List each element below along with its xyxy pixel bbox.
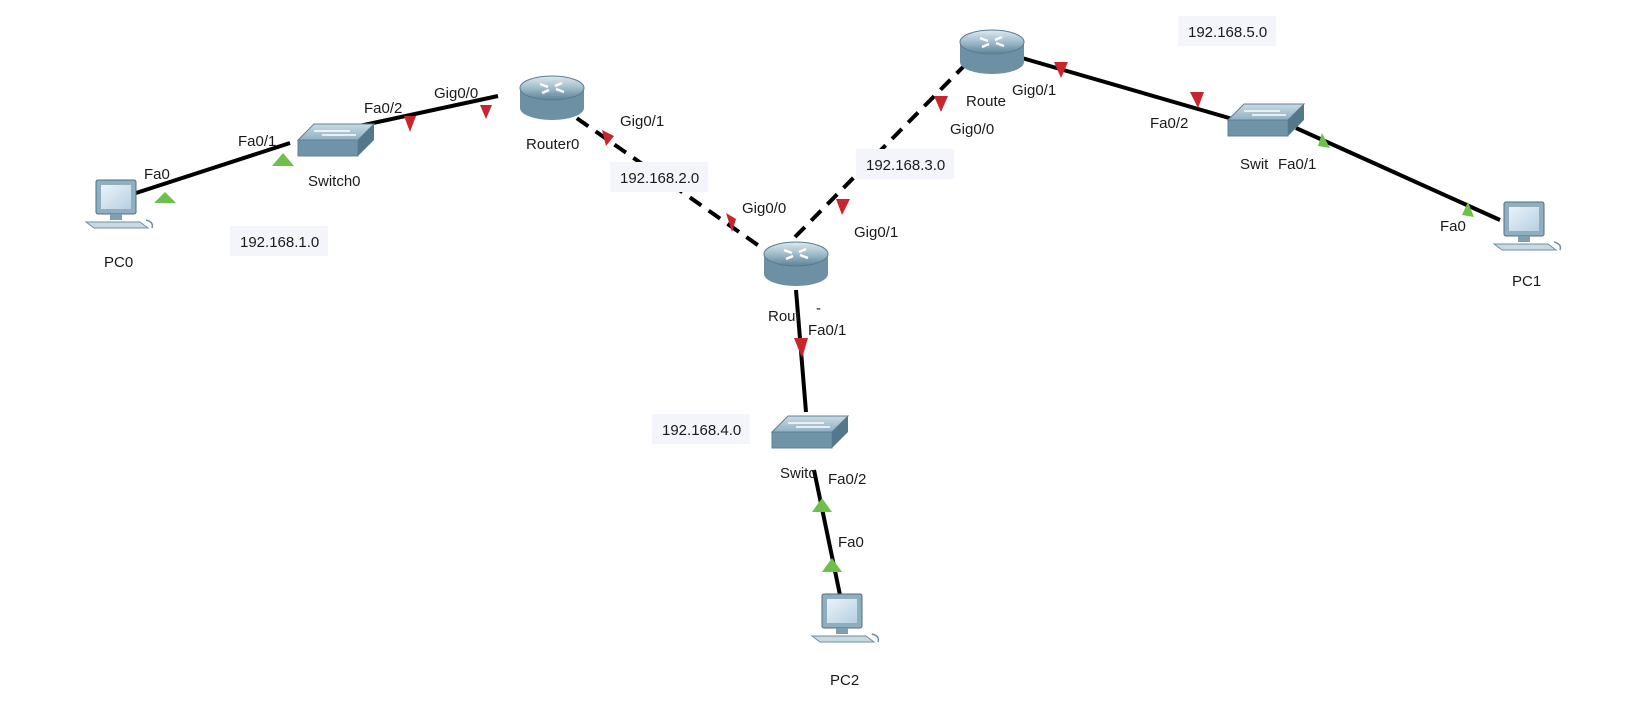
link-down-indicator (480, 105, 492, 119)
link-up-indicator (154, 192, 176, 203)
link-down-indicator (836, 199, 850, 215)
port-label: - (816, 300, 821, 317)
network-label-192-168-2-0: 192.168.2.0 (610, 162, 708, 192)
link-pc0-switch0[interactable] (135, 141, 291, 195)
device-label-pc2: PC2 (830, 672, 859, 689)
link-down-indicator (1054, 62, 1068, 78)
port-label: Gig0/0 (434, 85, 478, 102)
link-down-indicator (602, 130, 614, 146)
link-switch1-pc1[interactable] (1295, 126, 1501, 222)
device-label-pc1: PC1 (1512, 273, 1541, 290)
port-label: Fa0/2 (1150, 115, 1188, 132)
port-label: Gig0/1 (854, 224, 898, 241)
port-label: Gig0/0 (950, 121, 994, 138)
router-icon[interactable] (762, 240, 830, 288)
port-label: Fa0/2 (364, 100, 402, 117)
port-label: Gig0/1 (620, 113, 664, 130)
router-icon[interactable] (518, 74, 586, 122)
device-label-router1: Rout (768, 308, 801, 325)
network-label-192-168-5-0: 192.168.5.0 (1178, 16, 1276, 46)
network-label-192-168-1-0: 192.168.1.0 (230, 226, 328, 256)
pc-icon[interactable] (811, 593, 880, 643)
link-down-indicator (794, 338, 808, 358)
switch-icon[interactable] (771, 415, 849, 449)
port-label: Fa0 (144, 166, 170, 183)
svg-text:192.168.5.0: 192.168.5.0 (1188, 24, 1267, 41)
device-label-router0: Router0 (526, 136, 579, 153)
device-label-router2: Route (966, 93, 1006, 110)
port-label: Fa0/2 (828, 471, 866, 488)
svg-text:192.168.4.0: 192.168.4.0 (662, 422, 741, 439)
port-label: Fa0/1 (808, 322, 846, 339)
link-status-layer (154, 62, 1474, 572)
device-label-pc0: PC0 (104, 254, 133, 271)
network-label-192-168-4-0: 192.168.4.0 (652, 414, 750, 444)
pc-icon[interactable] (85, 179, 154, 229)
link-down-indicator (726, 213, 736, 232)
link-up-indicator (272, 153, 294, 166)
device-label-switch0: Switch0 (308, 173, 361, 190)
svg-text:192.168.2.0: 192.168.2.0 (620, 170, 699, 187)
svg-text:192.168.1.0: 192.168.1.0 (240, 234, 319, 251)
link-down-indicator (934, 96, 948, 112)
device-label-switch1: Swit (1240, 156, 1269, 173)
pc-icon[interactable] (1493, 201, 1562, 251)
port-label: Fa0 (838, 534, 864, 551)
switch-icon[interactable] (1227, 103, 1305, 137)
port-label: Fa0 (1440, 218, 1466, 235)
link-up-indicator (1462, 202, 1474, 217)
port-label: Gig0/1 (1012, 82, 1056, 99)
link-up-indicator (1318, 133, 1330, 148)
link-down-indicator (404, 116, 416, 132)
link-switch2-pc2[interactable] (812, 469, 842, 596)
device-label-switch2: Switc (780, 465, 816, 482)
link-down-indicator (1190, 92, 1204, 108)
switch-icon[interactable] (297, 123, 375, 157)
router-icon[interactable] (958, 28, 1026, 76)
svg-text:192.168.3.0: 192.168.3.0 (866, 157, 945, 174)
link-up-indicator (812, 498, 832, 512)
port-label: Fa0/1 (1278, 156, 1316, 173)
link-up-indicator (822, 558, 842, 572)
network-label-192-168-3-0: 192.168.3.0 (856, 149, 954, 179)
port-label: Gig0/0 (742, 200, 786, 217)
port-label: Fa0/1 (238, 133, 276, 150)
link-switch0-router0[interactable] (349, 94, 499, 130)
